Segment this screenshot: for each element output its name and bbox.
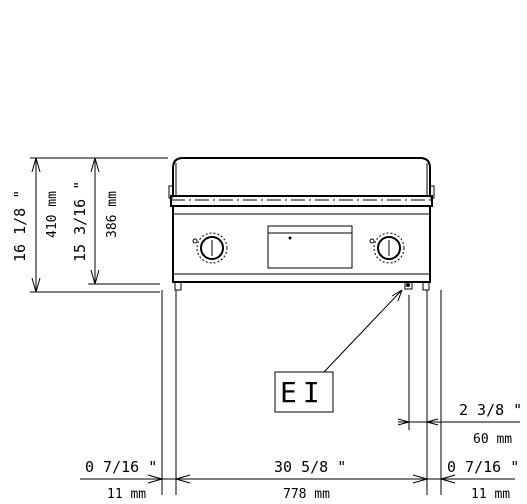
connection-callout: EI [274,289,403,413]
right-control-knob [369,232,405,264]
right-foot [422,281,430,291]
right-margin-inch-label: 0 7/16 " [447,458,519,476]
connection-offset-mm-label: 60 mm [473,432,512,447]
left-foot [174,281,182,291]
overall-width-mm-label: 778 mm [283,487,330,502]
overall-height-mm-label: 410 mm [45,191,60,238]
cooking-plate [170,195,433,207]
overall-width-inch-label: 30 5/8 " [274,458,346,476]
height-dimensions: 16 1/8 " 410 mm 15 3/16 " 386 mm [11,157,168,293]
width-dimensions: 2 3/8 " 60 mm 0 7/16 " 11 mm 30 5/8 " 77… [80,290,522,502]
body-height-inch-label: 15 3/16 " [71,181,89,262]
electrical-connection-point [404,281,413,290]
appliance-front-view [168,157,435,291]
left-margin-inch-label: 0 7/16 " [85,458,157,476]
backsplash [172,157,431,196]
left-margin-mm-label: 11 mm [107,487,146,502]
right-margin-mm-label: 11 mm [471,487,510,502]
connection-tag-box [274,371,334,413]
overall-height-inch-label: 16 1/8 " [11,190,29,262]
front-drawer [267,225,353,269]
connection-offset-inch-label: 2 3/8 " [459,401,522,419]
body-height-mm-label: 386 mm [105,191,120,238]
left-control-knob [192,232,228,264]
connection-tag-label: EI [280,376,326,409]
appliance-body [172,205,431,283]
